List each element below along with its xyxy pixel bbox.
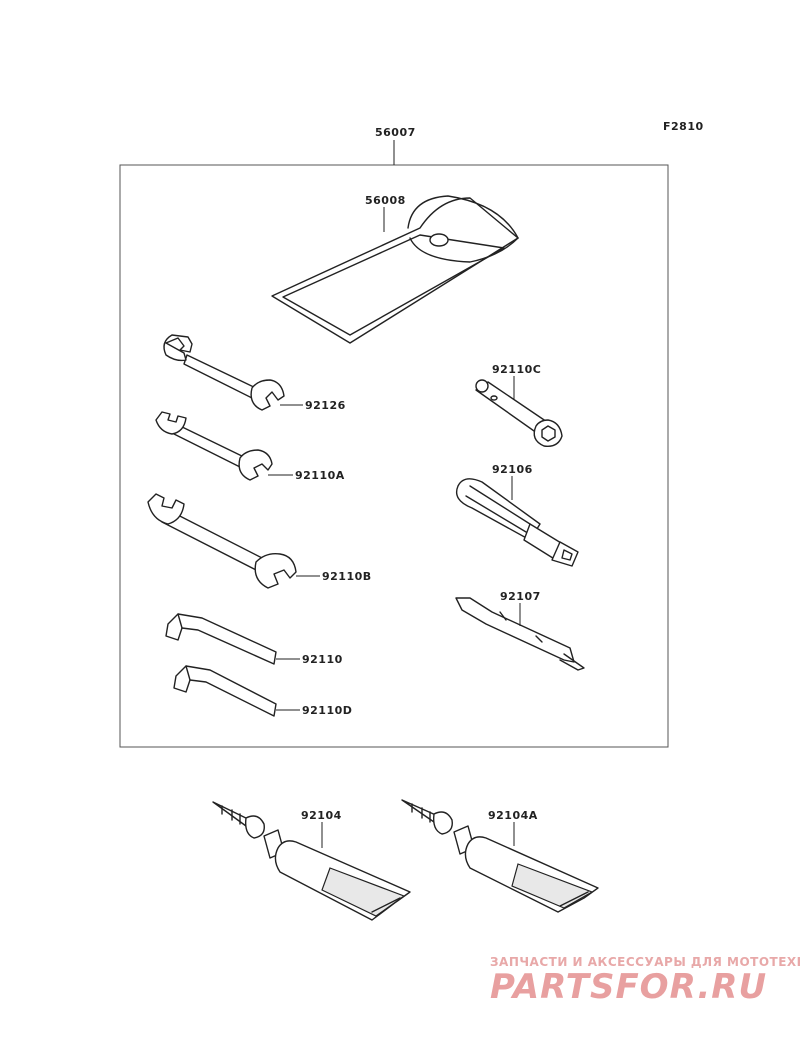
hex-key-92110 [165,613,277,665]
label-92110b[interactable]: 92110B [322,570,372,583]
label-92110c[interactable]: 92110C [492,363,541,376]
label-92110[interactable]: 92110 [302,653,343,666]
label-92104a[interactable]: 92104A [488,809,538,822]
watermark-tagline: ЗАПЧАСТИ И АКСЕССУАРЫ ДЛЯ МОТОТЕХНИКИ [490,955,800,969]
label-92106[interactable]: 92106 [492,463,533,476]
label-56008[interactable]: 56008 [365,194,406,207]
grease-tube-92104 [212,801,411,921]
watermark-brand: PARTSFOR.RU [490,967,767,1007]
wrench-92110b [147,493,297,589]
label-92110a[interactable]: 92110A [295,469,345,482]
driver-handle-92106 [455,478,579,567]
box-wrench-92110c [475,379,563,447]
grease-tube-92104a [401,799,599,913]
label-92110d[interactable]: 92110D [302,704,352,717]
label-56007[interactable]: 56007 [375,126,416,139]
label-92107[interactable]: 92107 [500,590,541,603]
label-92126[interactable]: 92126 [305,399,346,412]
wrench-92126 [163,334,285,411]
figure-code: F2810 [663,120,704,133]
wrench-92110a [155,411,273,481]
hex-key-92110d [173,665,277,717]
label-92104[interactable]: 92104 [301,809,342,822]
tool-bag [271,195,519,344]
screwdriver-bit-92107 [455,597,585,671]
